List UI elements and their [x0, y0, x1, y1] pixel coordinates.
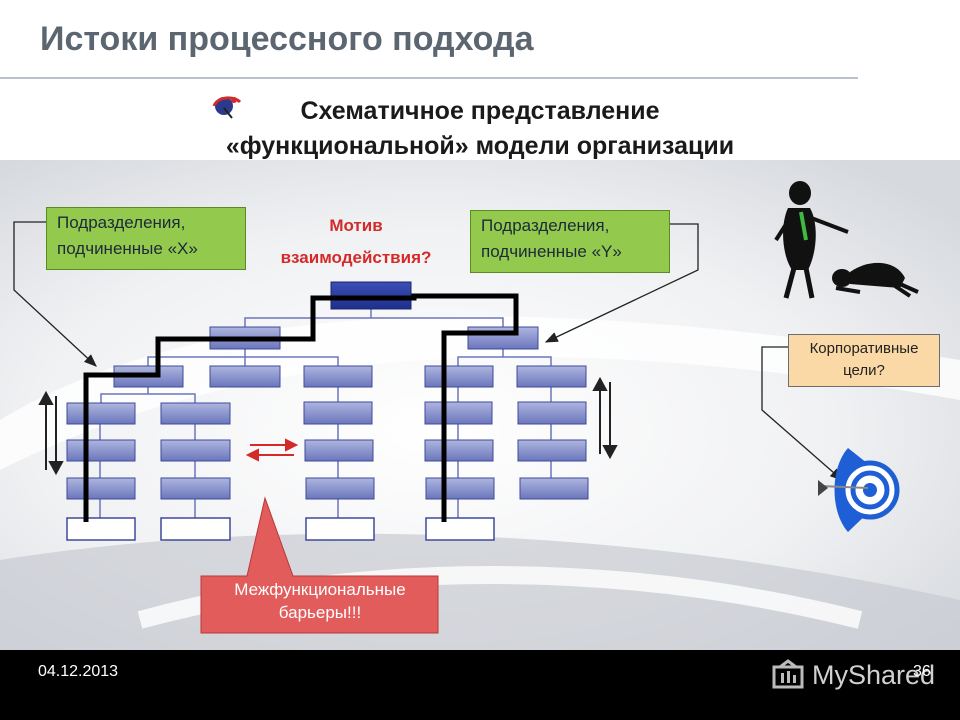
- org-box: [425, 440, 493, 461]
- vertical-arrows-left: [40, 393, 62, 473]
- org-box: [520, 478, 588, 499]
- departments-y-line-2: подчиненные «Y»: [481, 239, 659, 265]
- org-box: [468, 327, 538, 349]
- bowing-figure-icon: [832, 263, 918, 296]
- org-box: [67, 403, 135, 424]
- barriers-label: Межфункциональные барьеры!!!: [206, 578, 434, 624]
- org-box: [517, 366, 586, 387]
- barriers-line-1: Межфункциональные: [206, 578, 434, 601]
- corporate-goals-label: Корпоративные цели?: [788, 334, 940, 387]
- motive-line-1: Мотив: [256, 210, 456, 242]
- org-box-empty: [161, 518, 230, 540]
- org-box-empty: [67, 518, 135, 540]
- departments-y-line-1: Подразделения,: [481, 213, 659, 239]
- goals-line-1: Корпоративные: [789, 338, 939, 360]
- org-box: [210, 366, 280, 387]
- horizontal-red-arrows: [248, 440, 296, 460]
- org-boxes: [67, 282, 588, 540]
- org-box: [518, 402, 586, 424]
- myshared-logo-icon: [770, 659, 806, 695]
- org-box: [426, 478, 494, 499]
- interaction-motive-label: Мотив взаимодействия?: [256, 210, 456, 274]
- departments-y-label: Подразделения, подчиненные «Y»: [470, 210, 670, 273]
- barriers-line-2: барьеры!!!: [206, 601, 434, 624]
- org-box: [306, 478, 374, 499]
- org-box: [305, 440, 373, 461]
- org-box-empty: [306, 518, 374, 540]
- org-box: [67, 478, 135, 499]
- org-box: [518, 440, 586, 461]
- departments-x-line-1: Подразделения,: [57, 210, 235, 236]
- org-box: [304, 402, 372, 424]
- org-box-empty: [426, 518, 494, 540]
- goals-line-2: цели?: [789, 360, 939, 382]
- brand-watermark[interactable]: MyShared: [770, 657, 930, 697]
- departments-x-label: Подразделения, подчиненные «X»: [46, 207, 246, 270]
- org-box: [304, 366, 372, 387]
- org-box: [425, 366, 493, 387]
- org-box: [425, 402, 492, 424]
- vertical-arrows-right: [594, 379, 616, 457]
- page-number: 36: [913, 663, 931, 681]
- target-icon: [818, 448, 897, 532]
- org-box: [161, 478, 230, 499]
- org-structure-diagram: [0, 0, 960, 650]
- departments-x-line-2: подчиненные «X»: [57, 236, 235, 262]
- org-box: [161, 403, 230, 424]
- org-box: [161, 440, 230, 461]
- motive-line-2: взаимодействия?: [256, 242, 456, 274]
- footer-date: 04.12.2013: [38, 663, 118, 681]
- org-box: [67, 440, 135, 461]
